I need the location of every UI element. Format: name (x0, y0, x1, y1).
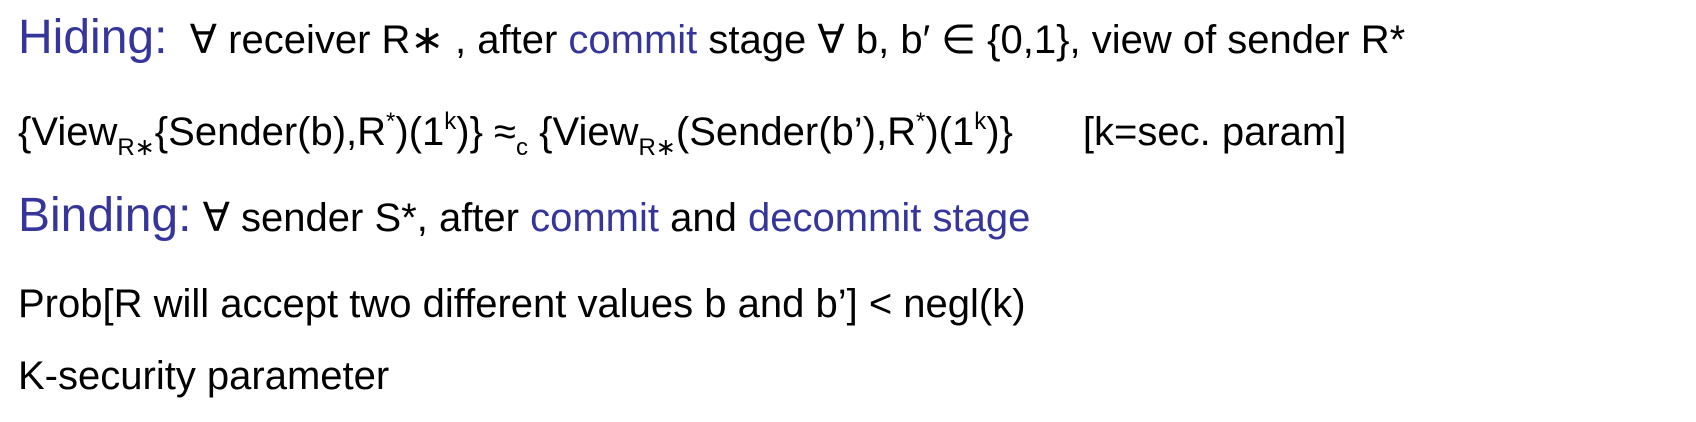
binding-text-2: and (659, 196, 748, 240)
formula-part: )(1 (925, 110, 975, 154)
formula-part: )} (986, 110, 1013, 154)
binding-decommit-phrase: decommit stage (747, 196, 1031, 240)
formula-part: {View (18, 110, 118, 154)
hiding-text-1: ∀ receiver R∗ , after (167, 18, 569, 62)
hiding-formula: {ViewR∗{Sender(b),R*)(1k)} ≈c {ViewR∗(Se… (18, 110, 1347, 160)
formula-superscript: * (386, 108, 396, 135)
formula-superscript: * (916, 108, 926, 135)
binding-line: Binding: ∀ sender S*, after commit and d… (18, 192, 1030, 240)
formula-subscript: R∗ (638, 134, 676, 161)
hiding-commit-word: commit (568, 18, 698, 62)
formula-part: {View (528, 110, 639, 154)
k-security-note: K-security parameter (18, 354, 390, 398)
formula-part: )} ≈ (456, 110, 517, 154)
formula-superscript: k (974, 108, 987, 135)
formula-part: {Sender(b),R (154, 110, 387, 154)
formula-part: (Sender(b’),R (675, 110, 916, 154)
formula-superscript: k (444, 108, 457, 135)
hiding-line: Hiding: ∀ receiver R∗ , after commit sta… (18, 14, 1405, 62)
formula-subscript: c (516, 134, 529, 161)
probability-statement: Prob[R will accept two different values … (18, 282, 1026, 326)
security-parameter-note: [k=sec. param] (1082, 110, 1347, 154)
binding-text-1: ∀ sender S*, after (191, 196, 531, 240)
hiding-heading: Hiding: (18, 11, 168, 64)
hiding-text-2: stage ∀ b, b′ ∈ {0,1}, view of sender R* (697, 18, 1406, 62)
formula-part: )(1 (395, 110, 445, 154)
binding-commit-word: commit (530, 196, 659, 240)
binding-heading: Binding: (18, 189, 192, 242)
formula-subscript: R∗ (117, 134, 155, 161)
